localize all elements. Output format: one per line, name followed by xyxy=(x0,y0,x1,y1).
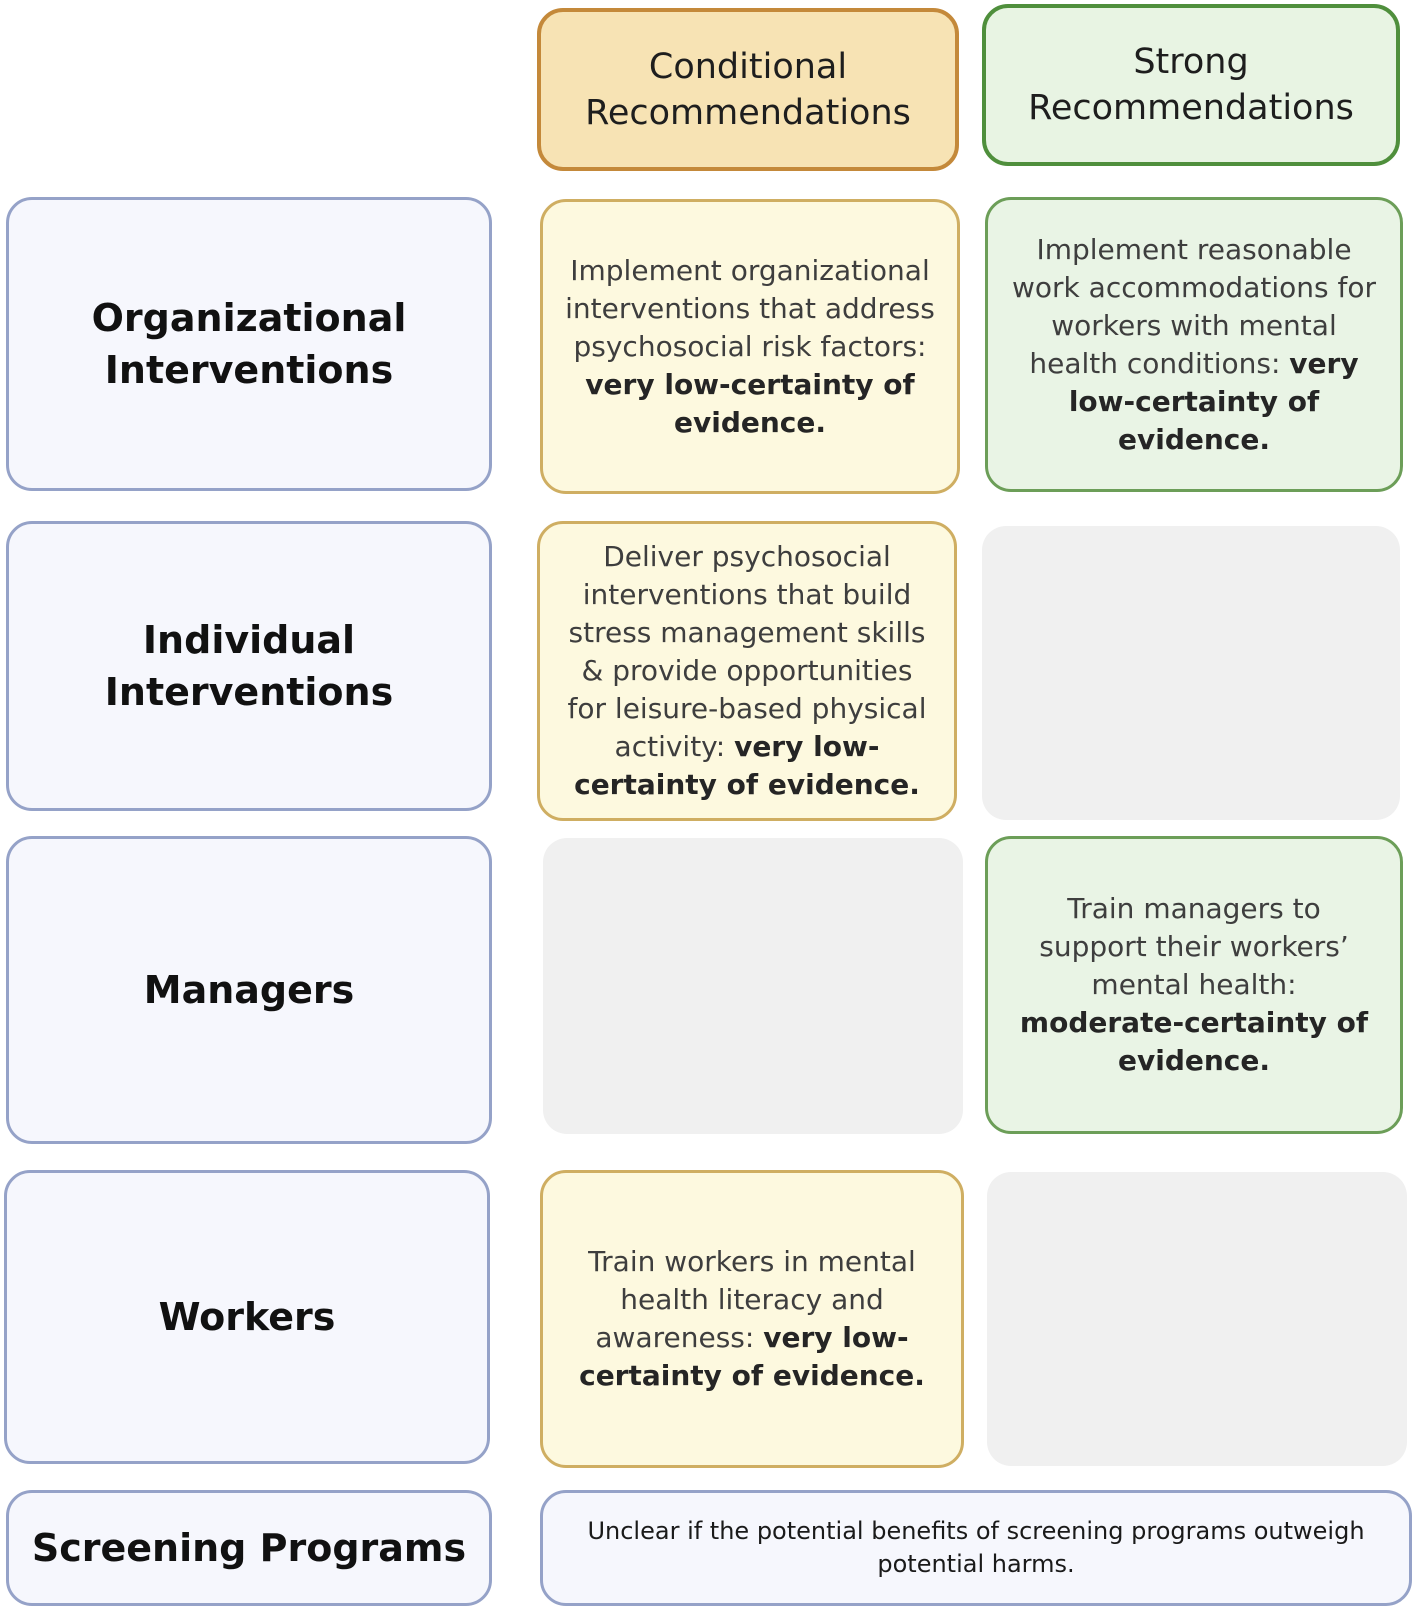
row-label-text: Workers xyxy=(158,1295,336,1339)
row-label-organizational-interventions: Organizational Interventions xyxy=(6,197,492,491)
row-label-workers: Workers xyxy=(4,1170,490,1464)
row-label-screening-programs: Screening Programs xyxy=(6,1490,492,1606)
cell-organizational-strong: Implement reasonable work accommodations… xyxy=(985,197,1403,492)
row-label-individual-interventions: Individual Interventions xyxy=(6,521,492,811)
cell-managers-conditional-empty xyxy=(543,838,963,1134)
cell-screening-programs: Unclear if the potential benefits of scr… xyxy=(540,1490,1412,1606)
cell-evidence: moderate-certainty of evidence. xyxy=(1019,1006,1369,1077)
row-label-line1: Organizational xyxy=(91,296,407,340)
cell-text: Implement reasonable work accommodations… xyxy=(1012,232,1376,380)
cell-text: Deliver psychosocial interventions that … xyxy=(567,540,927,763)
header-strong-line1: Strong xyxy=(1133,42,1249,82)
header-conditional-line1: Conditional xyxy=(648,46,848,87)
cell-managers-strong: Train managers to support their workers’… xyxy=(985,836,1403,1134)
cell-text: Train managers to support their workers’… xyxy=(1039,892,1349,1001)
cell-evidence: very low-certainty of evidence. xyxy=(579,1321,925,1392)
cell-text: Unclear if the potential benefits of scr… xyxy=(587,1517,1365,1578)
cell-organizational-conditional: Implement organizational interventions t… xyxy=(540,199,960,494)
cell-workers-conditional: Train workers in mental health literacy … xyxy=(540,1170,964,1468)
cell-evidence: very low-certainty of evidence. xyxy=(585,367,915,439)
row-label-line2: Interventions xyxy=(104,670,394,714)
cell-evidence: very low-certainty of evidence. xyxy=(574,730,920,801)
header-conditional-recommendations: Conditional Recommendations xyxy=(537,8,959,171)
row-label-text: Screening Programs xyxy=(31,1526,467,1570)
header-strong-line2: Recommendations xyxy=(1028,88,1354,128)
cell-individual-strong-empty xyxy=(982,526,1400,820)
cell-workers-strong-empty xyxy=(987,1172,1407,1466)
row-label-text: Managers xyxy=(143,968,355,1012)
row-label-managers: Managers xyxy=(6,836,492,1144)
row-label-line1: Individual xyxy=(142,618,356,662)
cell-evidence: very low-certainty of evidence. xyxy=(1068,346,1359,456)
cell-text: Implement organizational interventions t… xyxy=(565,253,935,363)
row-label-line2: Interventions xyxy=(104,348,394,392)
header-strong-recommendations: Strong Recommendations xyxy=(982,4,1400,166)
header-conditional-line2: Recommendations xyxy=(585,92,911,133)
cell-individual-conditional: Deliver psychosocial interventions that … xyxy=(537,521,957,821)
cell-text: Train workers in mental health literacy … xyxy=(588,1245,916,1354)
